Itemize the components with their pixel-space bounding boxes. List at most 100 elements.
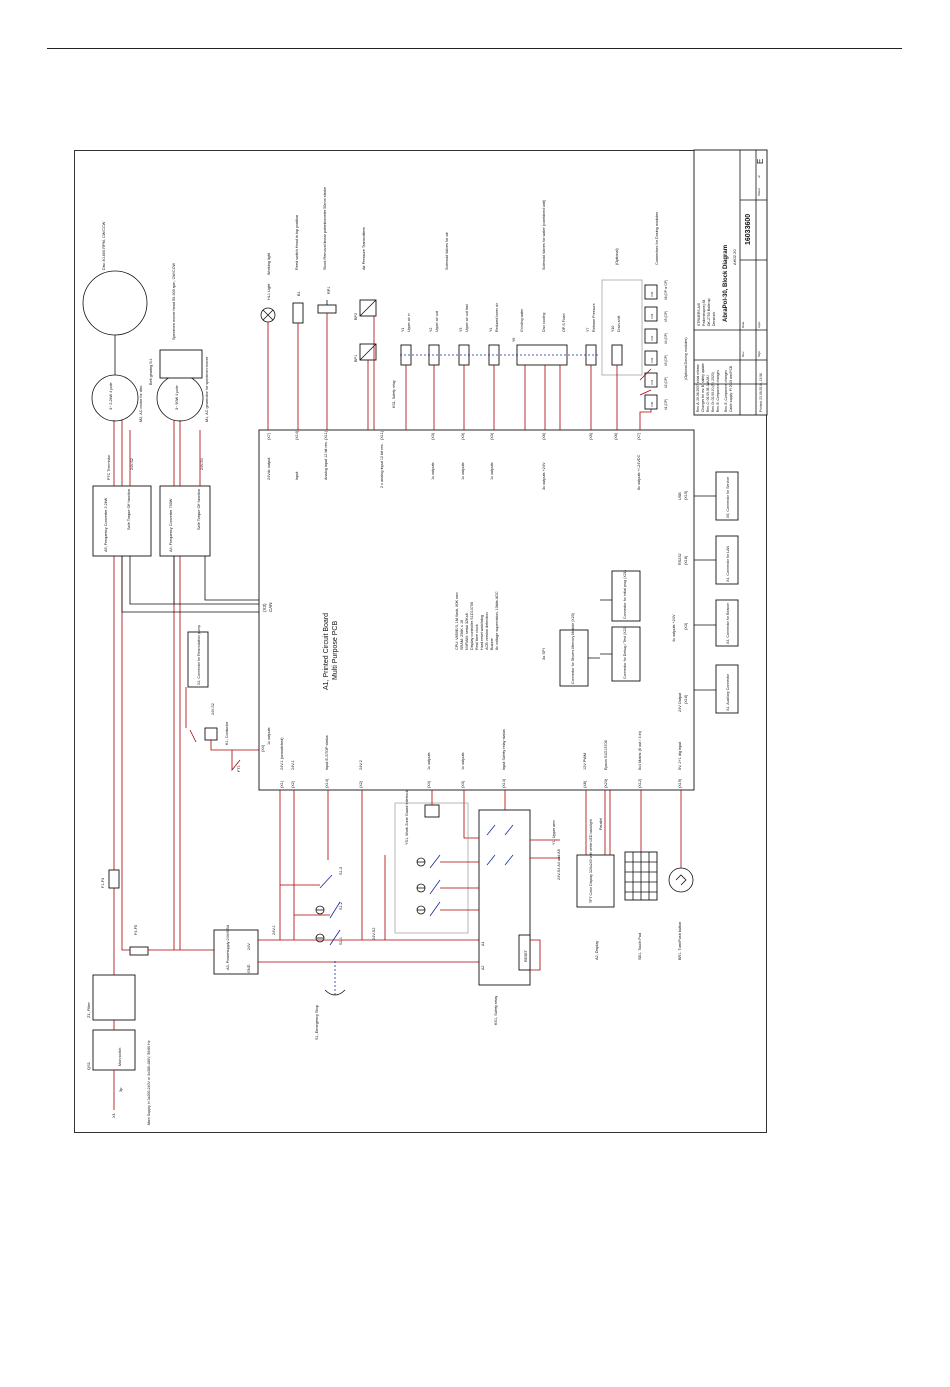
port-r6-label: 1x outputs (461, 462, 465, 480)
port-r4-x: (X11) (380, 430, 384, 440)
y6-desc: Grinding water (520, 308, 524, 332)
debug-label: Connector for Debug / Test (X22) (623, 626, 627, 679)
port-l9-label: Epson S1D13706 (604, 740, 608, 770)
power-supply-a3: A3, Powersupply 24V/6.5A GND 24V 24V-1 2… (213, 790, 479, 975)
y7-label: Y7 (586, 328, 590, 332)
port-r10-x: (X6) (614, 432, 618, 440)
s1-2: S1-2 (339, 902, 343, 910)
port-b3-x: (X18) (684, 555, 688, 565)
port-b3-label: RS232 (678, 553, 682, 565)
port-l2-x: (X2) (291, 780, 295, 788)
a4-sto: Safe Torque Off function (197, 489, 201, 530)
pcb-bottom-ports: 24V Output (X16) 4x outputs +24V (X3) RS… (261, 490, 688, 752)
drawing-date: AH02.20 (732, 249, 737, 265)
pcb-can: CAN (268, 602, 273, 612)
x3-label: X3, Connector for Beacon (726, 603, 730, 644)
line-24v2: 24V-S2 (372, 928, 376, 940)
mover-label: Specimen mover head 50-300 rpm, CW/CCW (172, 263, 176, 340)
port-x4-out-label: 1x outputs (267, 727, 271, 745)
b1-desc: Reed switch Head in top position (295, 215, 299, 270)
guard-contacts (384, 854, 479, 940)
s1-label: S1, Emergency Stop (315, 1005, 319, 1040)
footer-date: Printed: 23.09.2010, 13:58 (759, 373, 763, 412)
line-24v1: 24V-1 (272, 925, 276, 935)
port-r6-x: (X3) (461, 432, 465, 440)
rev-note-4: Rev. D: 02.09.10 (Pl. 2020) (711, 372, 715, 412)
port-r1-x: (X7) (267, 432, 271, 440)
port-r3-label: Analog input 12 bit res. (324, 441, 328, 480)
ks1-a2: A2 (481, 966, 485, 970)
pcb-left-ports: (X1) 24V-1 (unswitched) (X2) 24V-1 (X14)… (280, 729, 682, 788)
y1-desc: Upper air in (407, 313, 411, 332)
a5-box (92, 485, 152, 557)
y9-desc: OP-S Flush (562, 313, 566, 332)
a2-detail: TFT Color Display 320x240 with white LED… (589, 819, 593, 903)
port-l10-x: (X12) (638, 778, 642, 788)
port-r8-x: (X6) (542, 432, 546, 440)
dosing-dp3: #3 (DP) (664, 355, 668, 366)
ks1-reset: RESET (524, 949, 528, 962)
field-date: Date (741, 321, 745, 328)
touch-pad-grid (624, 851, 658, 901)
z1-label: Z1, Filter (86, 1002, 91, 1018)
f1f3-fuse (108, 869, 120, 889)
safety-relay-ks1: RESET A1 A2 KS1, Safety relay Y1, Upper … (384, 790, 561, 1025)
pcb-spec-5: Real time clock (475, 624, 479, 650)
y1-label: Y1 (401, 328, 405, 332)
port-r5-x: (X3) (431, 432, 435, 440)
port-l10-label: 6x4 Matrix (6 out / 4 in) (638, 730, 642, 770)
title-block: AbraPol-30, Block Diagram 16033600 E AH0… (693, 149, 768, 416)
bp1-label: BP1 (354, 355, 358, 362)
dosing-dp5: #5 (DP) (664, 311, 668, 322)
y7-desc: Release Pressure (592, 303, 596, 332)
dosing-section: Connectors for Dosing modules (Optional … (639, 212, 688, 430)
parallel-label: Parallel (599, 818, 603, 830)
company-line-2: Pederstrupvej 84 (702, 299, 706, 326)
port-l11-label: 5V, 2+1 dig input (678, 741, 682, 770)
pcb-subtitle: Multi Purpose PCB (332, 621, 339, 680)
solenoid-group-2: Solenoid Valves for water (combined unit… (542, 199, 546, 270)
z1-box (92, 974, 136, 1021)
port-l11-x: (X19) (678, 778, 682, 788)
rev-note-5: Rev. E: Component changes (716, 370, 720, 412)
dosing-title: Connectors for Dosing modules (655, 212, 659, 265)
port-r3-x: (X11) (324, 430, 328, 440)
port-l7-label: Input Safety relay status (502, 729, 506, 770)
port-b2-label: 4x outputs +24V (672, 614, 676, 642)
a5-label: A5, Frequency Converter 2.2kW (104, 497, 108, 552)
y4-label: Y4 (489, 328, 493, 332)
f4f5-fuse (129, 946, 149, 956)
port-b4-x: (X15) (684, 490, 688, 500)
a4-label: A4, Frequency Converter 750W (169, 498, 173, 552)
port-r11-label: 6x outputs +/-24VDC (637, 454, 641, 490)
pump-section: X2, Connector for Recirculation pump K1,… (185, 625, 259, 772)
external-connectors: X2, Auxiliary Connector X3, Connector fo… (694, 471, 739, 714)
rev-note-2: Changes for rev. B, safety update (701, 363, 705, 412)
port-l8-label: 12V PWM (583, 753, 587, 770)
memory-label: Connector for Struers Memory Module (X20… (571, 613, 575, 684)
mains-label: Main Supply in 3x200-240V or 3x380-480V,… (147, 1040, 151, 1125)
a3-gnd: GND (247, 964, 251, 973)
x4-label: X4, Connector for LAN (726, 545, 730, 582)
port-l9-x: (X23) (604, 778, 608, 788)
m2-spec: 3~ 2.2kW 4 pole (109, 382, 113, 410)
drawing-revision: E (756, 159, 765, 164)
pcb-right-ports: (X7) 24Vdc output (X14) Input (X11) Anal… (267, 430, 641, 490)
a3-24v: 24V (247, 943, 251, 950)
port-b1-label: 24V Output (678, 692, 682, 712)
a4-s4-label: 24V-S4 (200, 458, 204, 470)
port-l5-x: (X4) (427, 780, 431, 788)
pcb-spec-1: CPU: V850E/3, 1M flash, 60K ram (455, 592, 459, 650)
port-r7-label: 1x outputs (490, 462, 494, 480)
b1-reed-switch (292, 302, 304, 324)
x5-label: X5, Connector for Service (726, 477, 730, 518)
optional-label: (Optional) (615, 248, 619, 265)
memory-module-box (559, 629, 589, 687)
ks1-label: KS1, Safety relay (494, 996, 498, 1025)
m1-label: M1, AC gearmotor for specimen mover (205, 356, 209, 422)
port-r8-label: 3x outputs +24V (542, 462, 546, 490)
y8-desc: Disc cooling (542, 313, 546, 332)
dosing-x35: X35 (650, 291, 654, 297)
rev-table-1: Rev. E, Component changes (724, 370, 728, 412)
port-x4-out-x: (X4) (261, 744, 265, 752)
